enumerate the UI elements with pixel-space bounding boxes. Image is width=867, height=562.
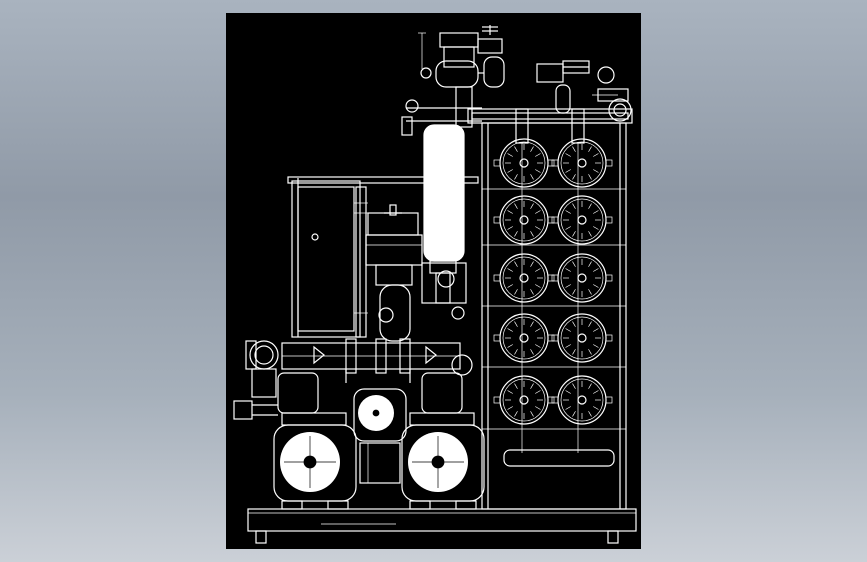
membrane-vessel-end-cap — [551, 195, 613, 245]
membrane-rack-frame — [467, 108, 633, 510]
booster-pump-left — [273, 412, 357, 510]
cartridge-filter-column — [401, 25, 505, 304]
membrane-vessel-end-cap — [551, 375, 613, 425]
inlet-piping — [233, 368, 463, 420]
membrane-vessel-end-cap — [493, 195, 555, 245]
feed-water-header — [245, 338, 473, 376]
membrane-vessel-end-cap — [493, 375, 555, 425]
small-circulation-pump — [353, 388, 407, 484]
membrane-vessel-end-cap — [551, 138, 613, 188]
pre-filter-housing — [365, 204, 467, 342]
base-skid-frame — [247, 508, 637, 544]
control-cabinet — [287, 176, 479, 338]
membrane-vessel-end-cap — [493, 313, 555, 363]
booster-pump-right — [401, 412, 485, 510]
membrane-vessel-end-cap — [551, 313, 613, 363]
membrane-vessel-end-cap — [493, 138, 555, 188]
vessel-manifold-pipes — [515, 108, 585, 453]
membrane-vessel-end-cap — [493, 253, 555, 303]
equipment-front-view-drawing — [233, 25, 637, 544]
drawing-sheet — [226, 13, 641, 549]
membrane-vessel-grid — [493, 138, 613, 425]
top-right-valves — [536, 60, 632, 122]
membrane-vessel-end-cap — [551, 253, 613, 303]
